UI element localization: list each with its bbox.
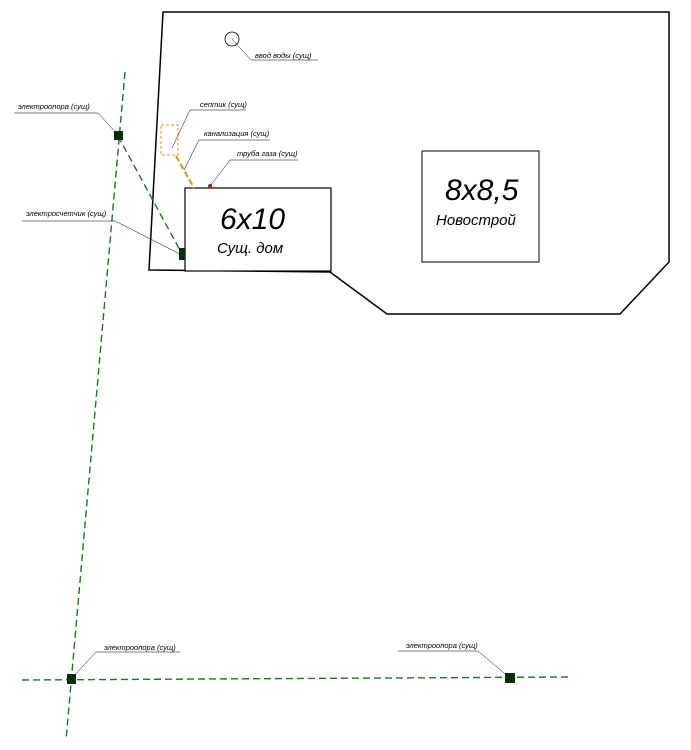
- existing-house-caption: Сущ. дом: [217, 240, 283, 257]
- power-line-vertical: [65, 71, 126, 741]
- gas-pipe-label: труба газа (сущ): [237, 149, 298, 158]
- pole-bottom-right-leader: [398, 650, 511, 679]
- electric-meter: [179, 248, 185, 260]
- sewer-leader: [183, 139, 270, 171]
- power-line-service-drop: [117, 135, 183, 255]
- septic-leader: [171, 109, 246, 149]
- new-house-caption: Новострой: [436, 212, 517, 229]
- water-inlet-leader: [231, 38, 318, 61]
- existing-house: [184, 187, 332, 272]
- pole-bottom-left-leader: [70, 651, 180, 680]
- meter-label: электросчетчик (сущ): [26, 209, 107, 218]
- sewer-pipe: [175, 155, 195, 189]
- sewer-label: канализация (сущ): [204, 129, 270, 138]
- gas-pipe-leader: [209, 159, 298, 187]
- water-inlet-marker: [224, 31, 240, 47]
- power-line-horizontal: [21, 676, 571, 681]
- plot-boundary: [148, 11, 670, 315]
- new-house-size: 8x8,5: [445, 174, 519, 207]
- new-house: [421, 150, 540, 263]
- water-inlet-label: ввод воды (сущ): [255, 51, 312, 60]
- meter-leader: [22, 220, 181, 255]
- septic-tank: [160, 124, 179, 156]
- pole-top-label: электроопора (сущ): [18, 102, 90, 111]
- pole-top-leader: [14, 112, 119, 136]
- septic-label: септик (сущ): [200, 100, 247, 109]
- pole-bottom-left-label: электроопора (сущ): [104, 643, 176, 652]
- existing-house-size: 6x10: [220, 203, 285, 236]
- pole-bottom-right-label: электроопора (сущ): [406, 641, 478, 650]
- power-pole-top: [114, 131, 123, 140]
- power-pole-bottom-left: [67, 674, 76, 684]
